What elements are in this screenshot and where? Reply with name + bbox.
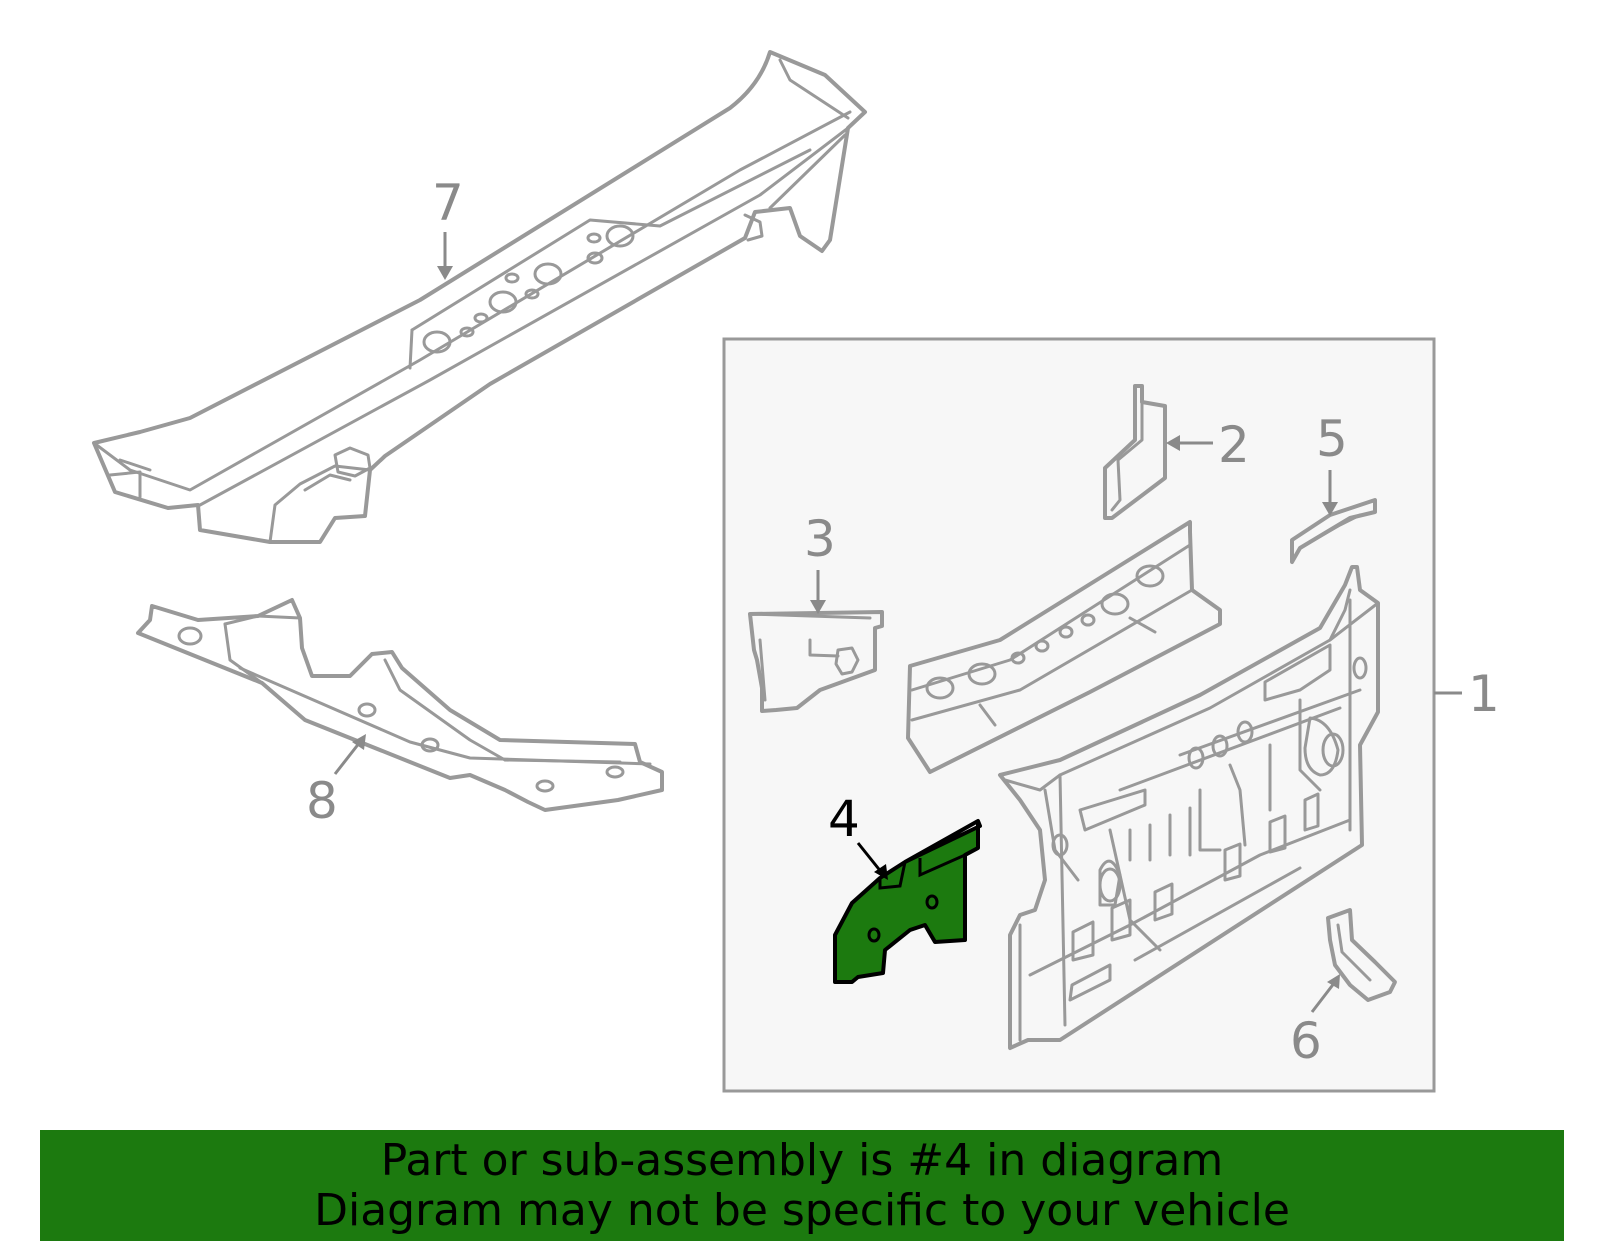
callout-3: 3	[804, 510, 836, 568]
callout-1: 1	[1468, 665, 1500, 723]
leader-4	[856, 842, 884, 874]
assembly-dash-panel[interactable]	[998, 565, 1380, 1050]
callout-6: 6	[1290, 1012, 1322, 1070]
part-5-bracket[interactable]	[1290, 498, 1377, 564]
banner-line-2: Diagram may not be specific to your vehi…	[314, 1184, 1290, 1236]
callout-4: 4	[828, 790, 860, 848]
info-banner: Part or sub-assembly is #4 in diagram Di…	[40, 1130, 1564, 1241]
callout-5: 5	[1316, 410, 1348, 468]
banner-line-1: Part or sub-assembly is #4 in diagram	[380, 1134, 1224, 1186]
part-8-reinforcement[interactable]	[136, 598, 664, 812]
callout-7: 7	[432, 174, 464, 232]
banner-background	[40, 1130, 1564, 1241]
part-6-bracket[interactable]	[1326, 908, 1397, 1002]
part-3-bracket[interactable]	[748, 610, 884, 713]
part-4-highlighted[interactable]	[833, 819, 982, 984]
leader-8	[333, 741, 362, 775]
part-7-cowl-panel[interactable]	[92, 50, 867, 544]
callout-8: 8	[306, 772, 338, 830]
part-2-bracket[interactable]	[1103, 384, 1167, 520]
callout-2: 2	[1218, 416, 1250, 474]
assembly-upper-crossmember[interactable]	[906, 520, 1222, 774]
leader-6	[1310, 981, 1337, 1013]
